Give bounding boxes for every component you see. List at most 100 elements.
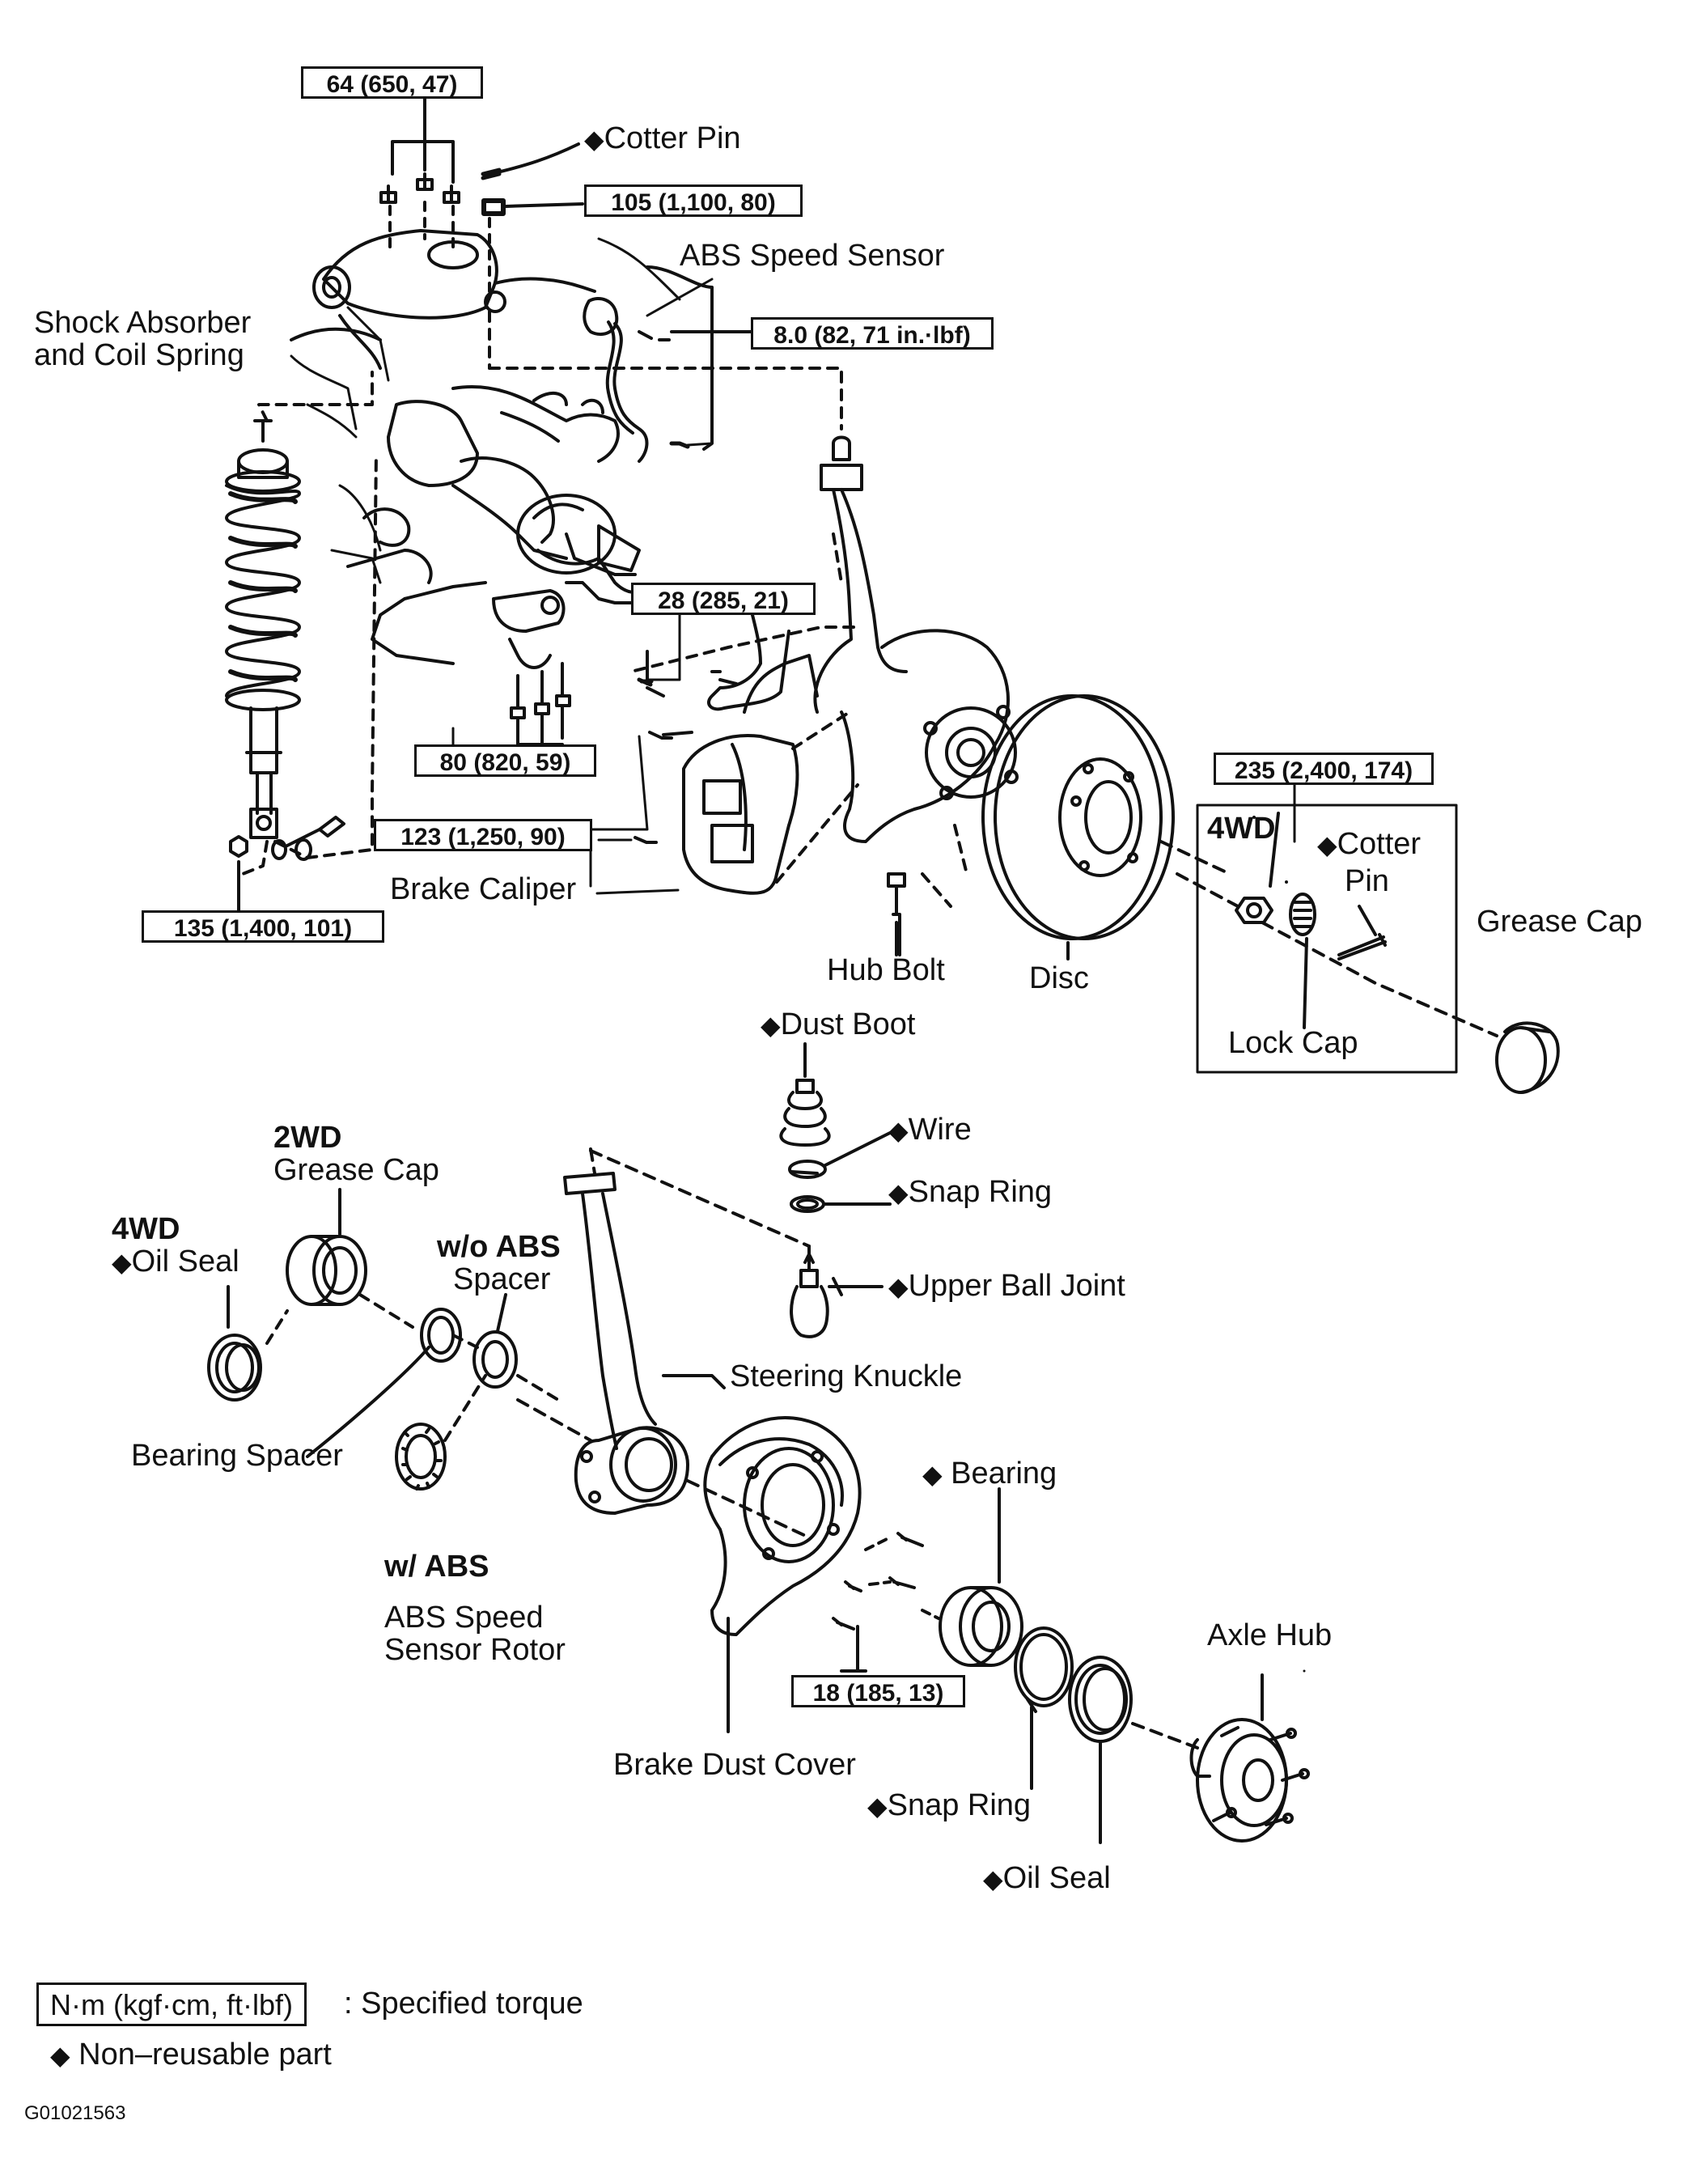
dust-boot-text: Dust Boot xyxy=(780,1007,916,1041)
fourwd-box-label: 4WD xyxy=(1207,812,1276,846)
twowd-label: 2WD xyxy=(273,1121,342,1155)
brake-disc xyxy=(981,694,1231,961)
upper-arm xyxy=(290,229,506,370)
snap-ring-text: Snap Ring xyxy=(908,1175,1053,1209)
cotter-pin-text: Cotter Pin xyxy=(604,121,741,155)
brake-dust-cover xyxy=(703,1416,862,1733)
abs-sensor-harness xyxy=(494,237,754,463)
oil-seal-left xyxy=(207,1285,289,1402)
legend-unit-text: : Specified torque xyxy=(344,1987,583,2021)
torque-123: 123 (1,250, 90) xyxy=(374,819,592,851)
nonreusable-marker: ◆ xyxy=(761,1011,781,1040)
torque-235: 235 (2,400, 174) xyxy=(1214,753,1434,785)
brake-caliper xyxy=(634,654,859,895)
cotter-pin-box-label-line2: Pin xyxy=(1345,864,1389,898)
nonreusable-marker: ◆ xyxy=(888,1116,909,1145)
torque-connectors xyxy=(237,326,1306,1673)
upper-ball-joint-label: ◆Upper Ball Joint xyxy=(888,1269,1125,1304)
spacer-label: Spacer xyxy=(453,1262,551,1296)
shock-absorber-label-line2: and Coil Spring xyxy=(34,338,244,372)
nonreusable-marker: ◆ xyxy=(112,1248,132,1277)
dust-boot-label: ◆Dust Boot xyxy=(761,1007,915,1042)
steering-knuckle-lower xyxy=(516,1147,811,1539)
nonreusable-marker: ◆ xyxy=(888,1178,909,1207)
legend-nonreusable-label: Non–reusable part xyxy=(78,2038,332,2072)
leader-lines xyxy=(451,278,1296,895)
nonreusable-marker: ◆ xyxy=(922,1460,943,1489)
shock-absorber-coil-spring xyxy=(225,371,378,876)
disc-label: Disc xyxy=(1029,961,1089,995)
legend-unit-box: N·m (kgf·cm, ft·lbf) xyxy=(36,1983,307,2026)
torque-28-bracket xyxy=(637,613,790,711)
legend-nonreusable: ◆ Non–reusable part xyxy=(50,2038,332,2072)
frame-dashes xyxy=(488,310,843,430)
oil-seal-bottom-text: Oil Seal xyxy=(1002,1861,1111,1895)
bearing-spacer xyxy=(306,1308,479,1458)
bearing-text xyxy=(943,1457,951,1491)
nonreusable-marker: ◆ xyxy=(50,2041,70,2070)
nonreusable-marker: ◆ xyxy=(983,1864,1003,1894)
snap-ring-lower-text: Snap Ring xyxy=(887,1788,1032,1822)
snap-ring-lower-label: ◆Snap Ring xyxy=(867,1788,1031,1823)
hub-bolt xyxy=(887,824,968,956)
spacer xyxy=(472,1293,560,1402)
oil-seal-left-text: Oil Seal xyxy=(131,1245,239,1279)
oil-seal-bottom-label: ◆Oil Seal xyxy=(983,1861,1111,1896)
nonreusable-marker: ◆ xyxy=(867,1792,888,1821)
torque-64: 64 (650, 47) xyxy=(301,66,483,99)
torque-80: 80 (820, 59) xyxy=(414,744,596,777)
lock-cap-label: Lock Cap xyxy=(1228,1026,1358,1060)
axle-hub-label: Axle Hub xyxy=(1207,1618,1333,1652)
grease-cap-top xyxy=(1495,1021,1560,1094)
nonreusable-marker: ◆ xyxy=(888,1272,909,1301)
grease-cap-lower xyxy=(286,1188,414,1329)
bearing-spacer-label: Bearing Spacer xyxy=(131,1439,343,1473)
torque-135: 135 (1,400, 101) xyxy=(142,910,384,943)
axle-hub xyxy=(1189,1673,1310,1843)
abs-speed-sensor-label: ABS Speed Sensor xyxy=(680,239,945,273)
figure-code: G01021563 xyxy=(24,2102,126,2124)
cotter-text: Cotter xyxy=(1337,827,1422,861)
shock-absorber-label-line1: Shock Absorber xyxy=(34,306,252,340)
steering-knuckle-top xyxy=(629,435,1019,843)
hub-bolt-label: Hub Bolt xyxy=(827,953,945,987)
oil-seal-left-label: ◆Oil Seal xyxy=(112,1245,239,1279)
upper-ball-joint-text: Upper Ball Joint xyxy=(908,1269,1125,1303)
snap-ring-lower xyxy=(1014,1626,1074,1790)
frame-lines xyxy=(290,306,390,584)
brake-caliper-label: Brake Caliper xyxy=(390,872,577,906)
brake-dust-cover-label: Brake Dust Cover xyxy=(613,1748,856,1782)
abs-speed-sensor-rotor xyxy=(395,1374,487,1491)
torque-18: 18 (185, 13) xyxy=(791,1675,965,1707)
steering-knuckle-label: Steering Knuckle xyxy=(730,1359,963,1393)
dust-cover-bolts xyxy=(832,1532,924,1673)
cotter-pin-top-label: ◆Cotter Pin xyxy=(584,121,741,156)
fourwd-detail-group xyxy=(1176,804,1498,1074)
lower-ball-joint xyxy=(346,507,571,762)
cotter-pin-box-label-line1: ◆Cotter xyxy=(1317,827,1421,862)
nonreusable-marker: ◆ xyxy=(1317,830,1337,859)
torque-8-0: 8.0 (82, 71 in.·lbf) xyxy=(751,317,994,350)
grease-cap-lower-label: Grease Cap xyxy=(273,1153,439,1187)
bearing-name: Bearing xyxy=(951,1457,1057,1491)
torque-105: 105 (1,100, 80) xyxy=(584,184,803,217)
lower-shock-bolt xyxy=(229,816,345,912)
w-abs-label: w/ ABS xyxy=(384,1550,489,1584)
torque-28: 28 (285, 21) xyxy=(631,583,816,615)
upper-bolts xyxy=(379,91,584,293)
wo-abs-label: w/o ABS xyxy=(437,1230,561,1264)
bearing-label: ◆ Bearing xyxy=(922,1457,1057,1491)
grease-cap-top-label: Grease Cap xyxy=(1477,905,1642,939)
oil-seal-lower xyxy=(1068,1656,1199,1844)
snap-ring-upper-label: ◆Snap Ring xyxy=(888,1175,1052,1210)
drive-shaft xyxy=(387,385,649,604)
abs-rotor-label-line2: Sensor Rotor xyxy=(384,1633,566,1667)
ball-joint-stack xyxy=(779,1042,892,1338)
nonreusable-marker: ◆ xyxy=(584,125,604,154)
legend-nonreusable-text xyxy=(70,2038,79,2072)
wire-label: ◆Wire xyxy=(888,1113,972,1147)
fourwd-lower-label: 4WD xyxy=(112,1212,180,1246)
abs-rotor-label-line1: ABS Speed xyxy=(384,1601,544,1635)
